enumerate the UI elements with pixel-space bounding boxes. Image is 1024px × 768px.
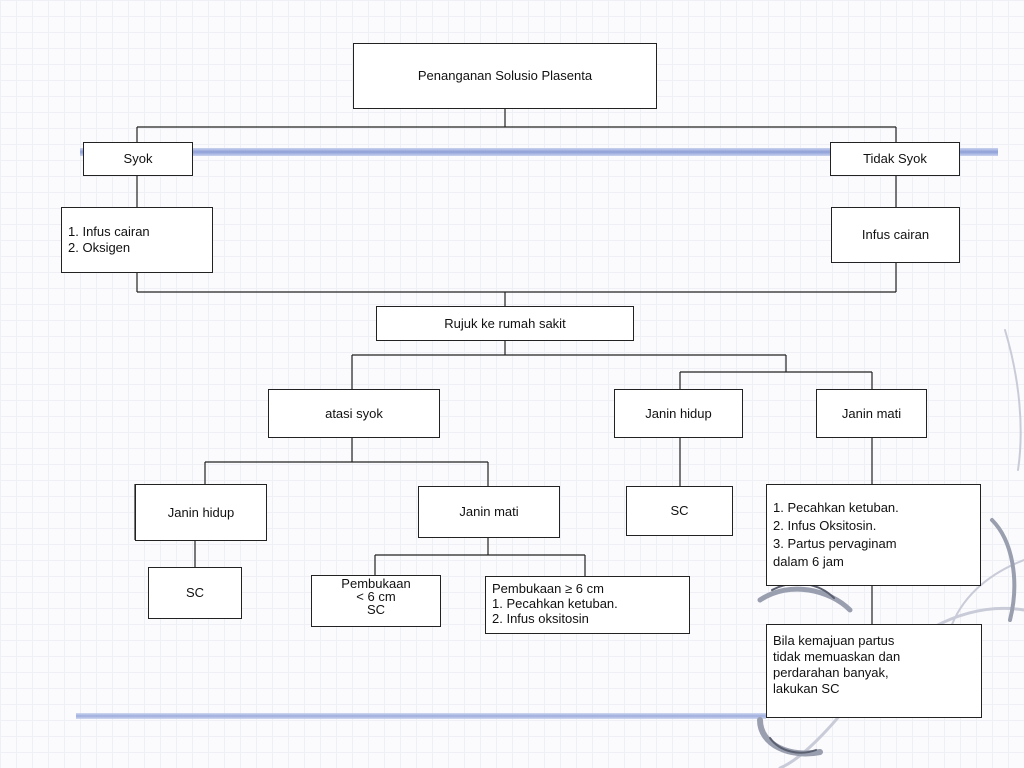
node-rujuk: Rujuk ke rumah sakit [376, 306, 634, 341]
node-tindakan-janin-mati: 1. Pecahkan ketuban. 2. Infus Oksitosin.… [766, 484, 981, 586]
node-terapi-syok: 1. Infus cairan 2. Oksigen [61, 207, 213, 273]
node-janin-mati-kanan: Janin mati [816, 389, 927, 438]
node-sc-tengah: SC [626, 486, 733, 536]
node-pembukaan-kurang: Pembukaan < 6 cm SC [311, 575, 441, 627]
node-terapi-tidak-syok: Infus cairan [831, 207, 960, 263]
node-atasi-syok: atasi syok [268, 389, 440, 438]
node-tidak-syok: Tidak Syok [830, 142, 960, 176]
decorative-band-top [80, 148, 998, 156]
node-janin-hidup-kanan: Janin hidup [614, 389, 743, 438]
node-pembukaan-lebih: Pembukaan ≥ 6 cm 1. Pecahkan ketuban. 2.… [485, 576, 690, 634]
node-syok: Syok [83, 142, 193, 176]
title-node: Penanganan Solusio Plasenta [353, 43, 657, 109]
node-bila-kemajuan: Bila kemajuan partus tidak memuaskan dan… [766, 624, 982, 718]
node-sc-kiri: SC [148, 567, 242, 619]
node-janin-mati-kiri: Janin mati [418, 486, 560, 538]
decorative-band-bottom [76, 713, 766, 719]
node-janin-hidup-kiri: Janin hidup [135, 484, 267, 541]
